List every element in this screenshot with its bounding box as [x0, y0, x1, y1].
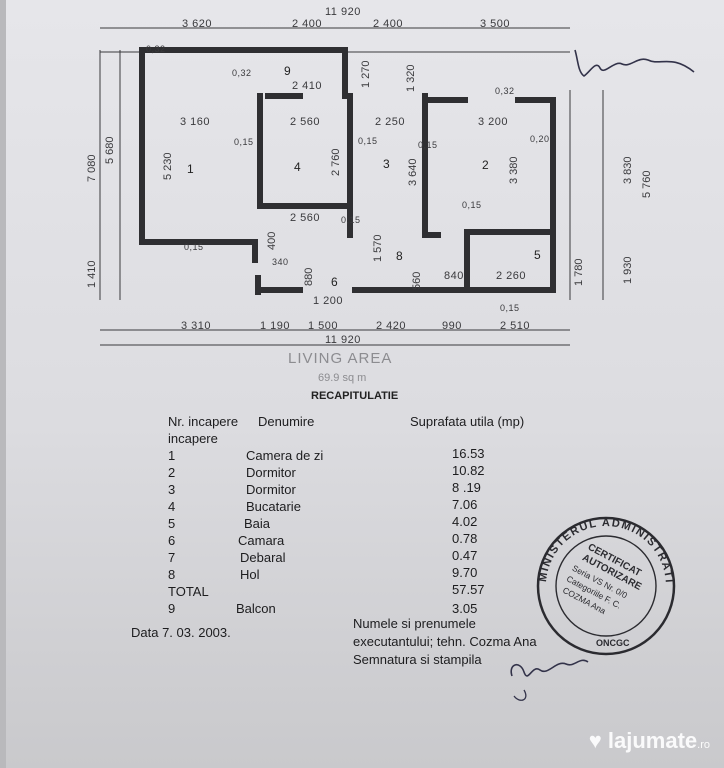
col-header-area: Suprafata utila (mp)	[410, 414, 525, 429]
recap-title: RECAPITULATIE	[311, 390, 399, 402]
room-label-4: 4	[294, 160, 301, 174]
row-nr: 3	[168, 482, 176, 497]
dim-inner: 0,20	[530, 134, 550, 144]
dim-inner: 2 560	[290, 212, 321, 224]
dim-bottom-e: 990	[442, 320, 462, 332]
dim-inner: 0,15	[234, 137, 254, 147]
room-label-8: 8	[396, 249, 403, 263]
row-name: Debaral	[240, 550, 286, 565]
dim-inner: 0,15	[462, 200, 482, 210]
dim-inner: 840	[444, 270, 464, 282]
room-label-3: 3	[383, 157, 390, 171]
dim-inner: 3 160	[180, 116, 211, 128]
row-area: 10.82	[452, 463, 485, 478]
date-text: Data 7. 03. 2003.	[131, 625, 231, 640]
row-name: Camera de zi	[246, 448, 324, 463]
watermark-logo: ♥ lajumate.ro	[589, 728, 710, 754]
col-header-name: Denumire	[258, 414, 315, 429]
col-header-nr: Nr. incapere	[168, 414, 239, 429]
row-nr: 8	[168, 567, 176, 582]
dim-top-a: 3 620	[182, 18, 213, 30]
dim-bottom-b: 1 190	[260, 320, 291, 332]
watermark-tld: .ro	[697, 739, 710, 751]
dim-total-top: 11 920	[325, 6, 361, 18]
dim-bottom-f: 2 510	[500, 320, 531, 332]
row-name: Balcon	[236, 601, 276, 616]
dim-top-b: 2 400	[292, 18, 323, 30]
row-area: 0.78	[452, 531, 478, 546]
dim-inner: 2 260	[496, 270, 527, 282]
row-name: Camara	[238, 533, 285, 548]
row-nr: 2	[168, 465, 176, 480]
row-nr: 4	[168, 499, 176, 514]
dim-bottom-a: 3 310	[181, 320, 212, 332]
row-area: 7.06	[452, 497, 478, 512]
row-nr: 1	[168, 448, 176, 463]
row-area: 16.53	[452, 446, 485, 461]
row-nr: 9	[168, 601, 176, 616]
dim-inner: 2 560	[290, 116, 321, 128]
room-label-6: 6	[331, 275, 338, 289]
dim-total-bottom: 11 920	[325, 334, 361, 346]
row-area: 9.70	[452, 565, 478, 580]
dim-bottom-c: 1 500	[308, 320, 339, 332]
row-name: Bucatarie	[246, 499, 301, 514]
row-total-label: TOTAL	[168, 584, 209, 599]
row-nr: 5	[168, 516, 176, 531]
row-name: Dormitor	[246, 465, 296, 480]
dim-inner: 340	[272, 257, 289, 267]
dim-inner: 0,15	[418, 140, 438, 150]
dim-inner: 0,15	[358, 136, 378, 146]
executant-line-1: Numele si prenumele	[353, 616, 476, 631]
row-name: Dormitor	[246, 482, 296, 497]
room-label-1: 1	[187, 162, 194, 176]
watermark-brand: lajumate	[607, 728, 698, 753]
dim-inner: 0,15	[184, 242, 204, 252]
row-area: 8 .19	[452, 480, 481, 495]
row-nr: 6	[168, 533, 176, 548]
col-header-name-2: incapere	[168, 431, 218, 446]
row-nr: 7	[168, 550, 176, 565]
dim-inner: 0,15	[500, 303, 520, 313]
executant-line-3: Semnatura si stampila	[353, 652, 482, 667]
row-area: 3.05	[452, 601, 478, 616]
dim-inner: 3 200	[478, 116, 509, 128]
room-label-9: 9	[284, 64, 291, 78]
dim-inner: 0,32	[495, 86, 515, 96]
dim-top-c: 2 400	[373, 18, 404, 30]
row-total-area: 57.57	[452, 582, 485, 597]
dim-top-d: 3 500	[480, 18, 511, 30]
dim-inner: 2 250	[375, 116, 406, 128]
executant-line-2: executantului; tehn. Cozma Ana	[353, 634, 537, 649]
document-sheet	[6, 0, 724, 768]
stamp-bottom-text: ONCGC	[596, 638, 630, 648]
dim-inner: 0,32	[232, 68, 252, 78]
living-area-value: 69.9 sq m	[318, 372, 367, 384]
dim-bottom-d: 2 420	[376, 320, 407, 332]
dim-inner: 1 200	[313, 295, 344, 307]
row-area: 4.02	[452, 514, 478, 529]
watermark-icon: ♥	[588, 728, 602, 753]
row-area: 0.47	[452, 548, 478, 563]
room-label-5: 5	[534, 248, 541, 262]
room-label-2: 2	[482, 158, 489, 172]
dim-inner: 2 410	[292, 80, 323, 92]
row-name: Baia	[244, 516, 271, 531]
row-name: Hol	[240, 567, 260, 582]
dim-inner: 0,15	[341, 215, 361, 225]
living-area-title: LIVING AREA	[288, 350, 393, 367]
dim-inner: 0,32	[146, 44, 166, 54]
